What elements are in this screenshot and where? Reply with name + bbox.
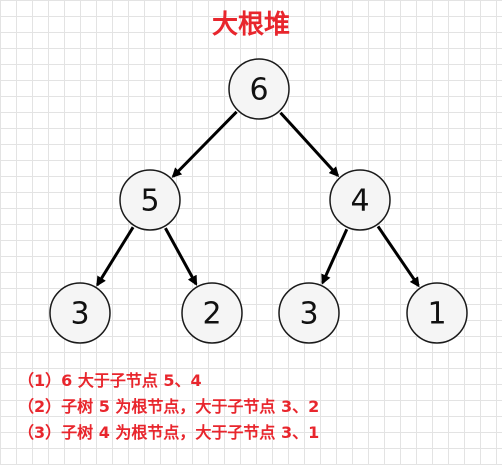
tree-node-n5: 5 (119, 169, 181, 231)
node-label: 3 (70, 297, 89, 332)
node-label: 3 (299, 297, 318, 332)
node-circle (278, 282, 340, 344)
tree-node-n3a: 3 (49, 282, 111, 344)
tree-node-n6: 6 (228, 58, 290, 120)
node-circle (406, 282, 468, 344)
edge-n6-n5 (171, 110, 238, 178)
node-label: 6 (249, 73, 268, 108)
note-2: （2）子树 5 为根节点，大于子节点 3、2 (18, 397, 320, 416)
edge-n4-n1 (376, 225, 420, 288)
node-circle (228, 58, 290, 120)
note-1: （1）6 大于子节点 5、4 (18, 371, 202, 390)
edge-n4-n3b (321, 228, 349, 285)
tree-node-n2: 2 (181, 282, 243, 344)
node-label: 1 (427, 297, 446, 332)
node-circle (329, 169, 391, 231)
node-circle (49, 282, 111, 344)
note-3: （3）子树 4 为根节点，大于子节点 3、1 (18, 423, 320, 442)
node-circle (119, 169, 181, 231)
tree-node-n3b: 3 (278, 282, 340, 344)
node-label: 4 (350, 184, 369, 219)
edge-n5-n2 (164, 227, 198, 286)
node-label: 5 (140, 184, 159, 219)
notes-list: （1）6 大于子节点 5、4 （2）子树 5 为根节点，大于子节点 3、2 （3… (18, 368, 498, 446)
tree-node-n4: 4 (329, 169, 391, 231)
node-circle (181, 282, 243, 344)
tree-node-n1: 1 (406, 282, 468, 344)
edge-n5-n3a (96, 226, 135, 287)
node-label: 2 (202, 297, 221, 332)
edge-n6-n4 (279, 111, 340, 178)
heap-tree: 6 5 4 3 2 3 1 (49, 58, 468, 344)
diagram-title: 大根堆 (211, 10, 290, 40)
